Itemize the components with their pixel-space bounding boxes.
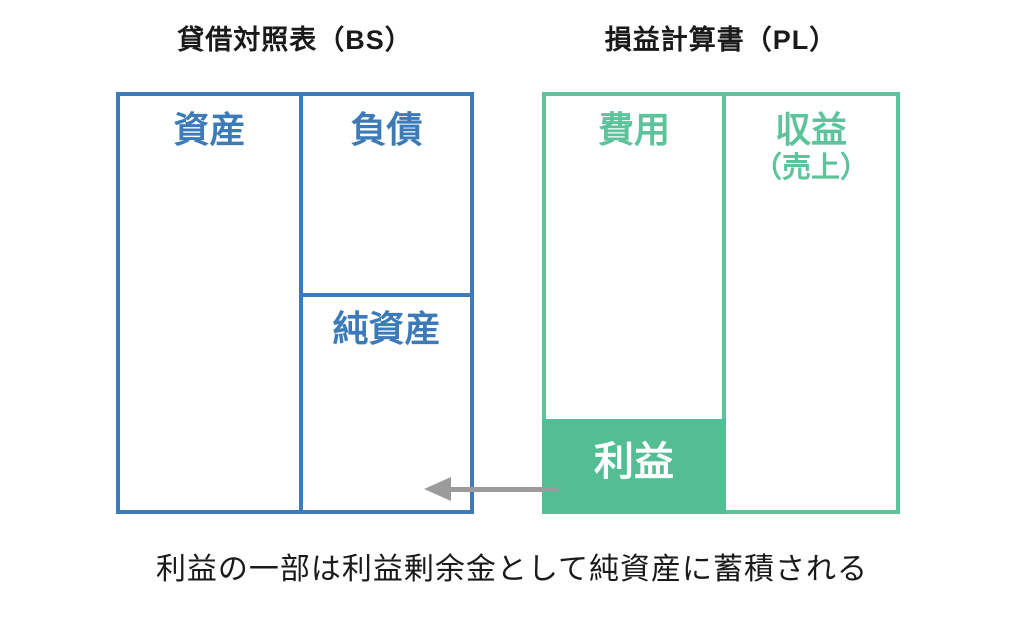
balance-sheet-title: 貸借対照表（BS） xyxy=(177,25,413,55)
bs-vertical-divider xyxy=(299,96,303,510)
liabilities-label: 負債 xyxy=(350,109,423,150)
profit-loss-title: 損益計算書（PL） xyxy=(604,25,838,55)
profit-label: 利益 xyxy=(594,439,674,484)
balance-sheet-box: 資産 負債 純資産 xyxy=(116,92,474,514)
revenue-sub-label: （売上） xyxy=(752,152,869,185)
revenue-label: 収益 xyxy=(774,109,847,150)
profit-to-net-assets-arrow-line xyxy=(448,487,558,492)
assets-label: 資産 xyxy=(173,109,246,150)
profit-box: 利益 xyxy=(542,419,726,514)
pl-vertical-divider xyxy=(722,96,726,510)
revenue-cell: 収益 （売上） xyxy=(726,109,896,186)
caption-text: 利益の一部は利益剰余金として純資産に蓄積される xyxy=(155,553,869,586)
net-assets-label: 純資産 xyxy=(332,308,441,349)
expenses-label: 費用 xyxy=(597,109,670,150)
bs-horizontal-divider xyxy=(299,293,470,297)
arrow-left-icon xyxy=(424,477,451,501)
profit-loss-box: 費用 収益 （売上） 利益 xyxy=(542,92,900,514)
